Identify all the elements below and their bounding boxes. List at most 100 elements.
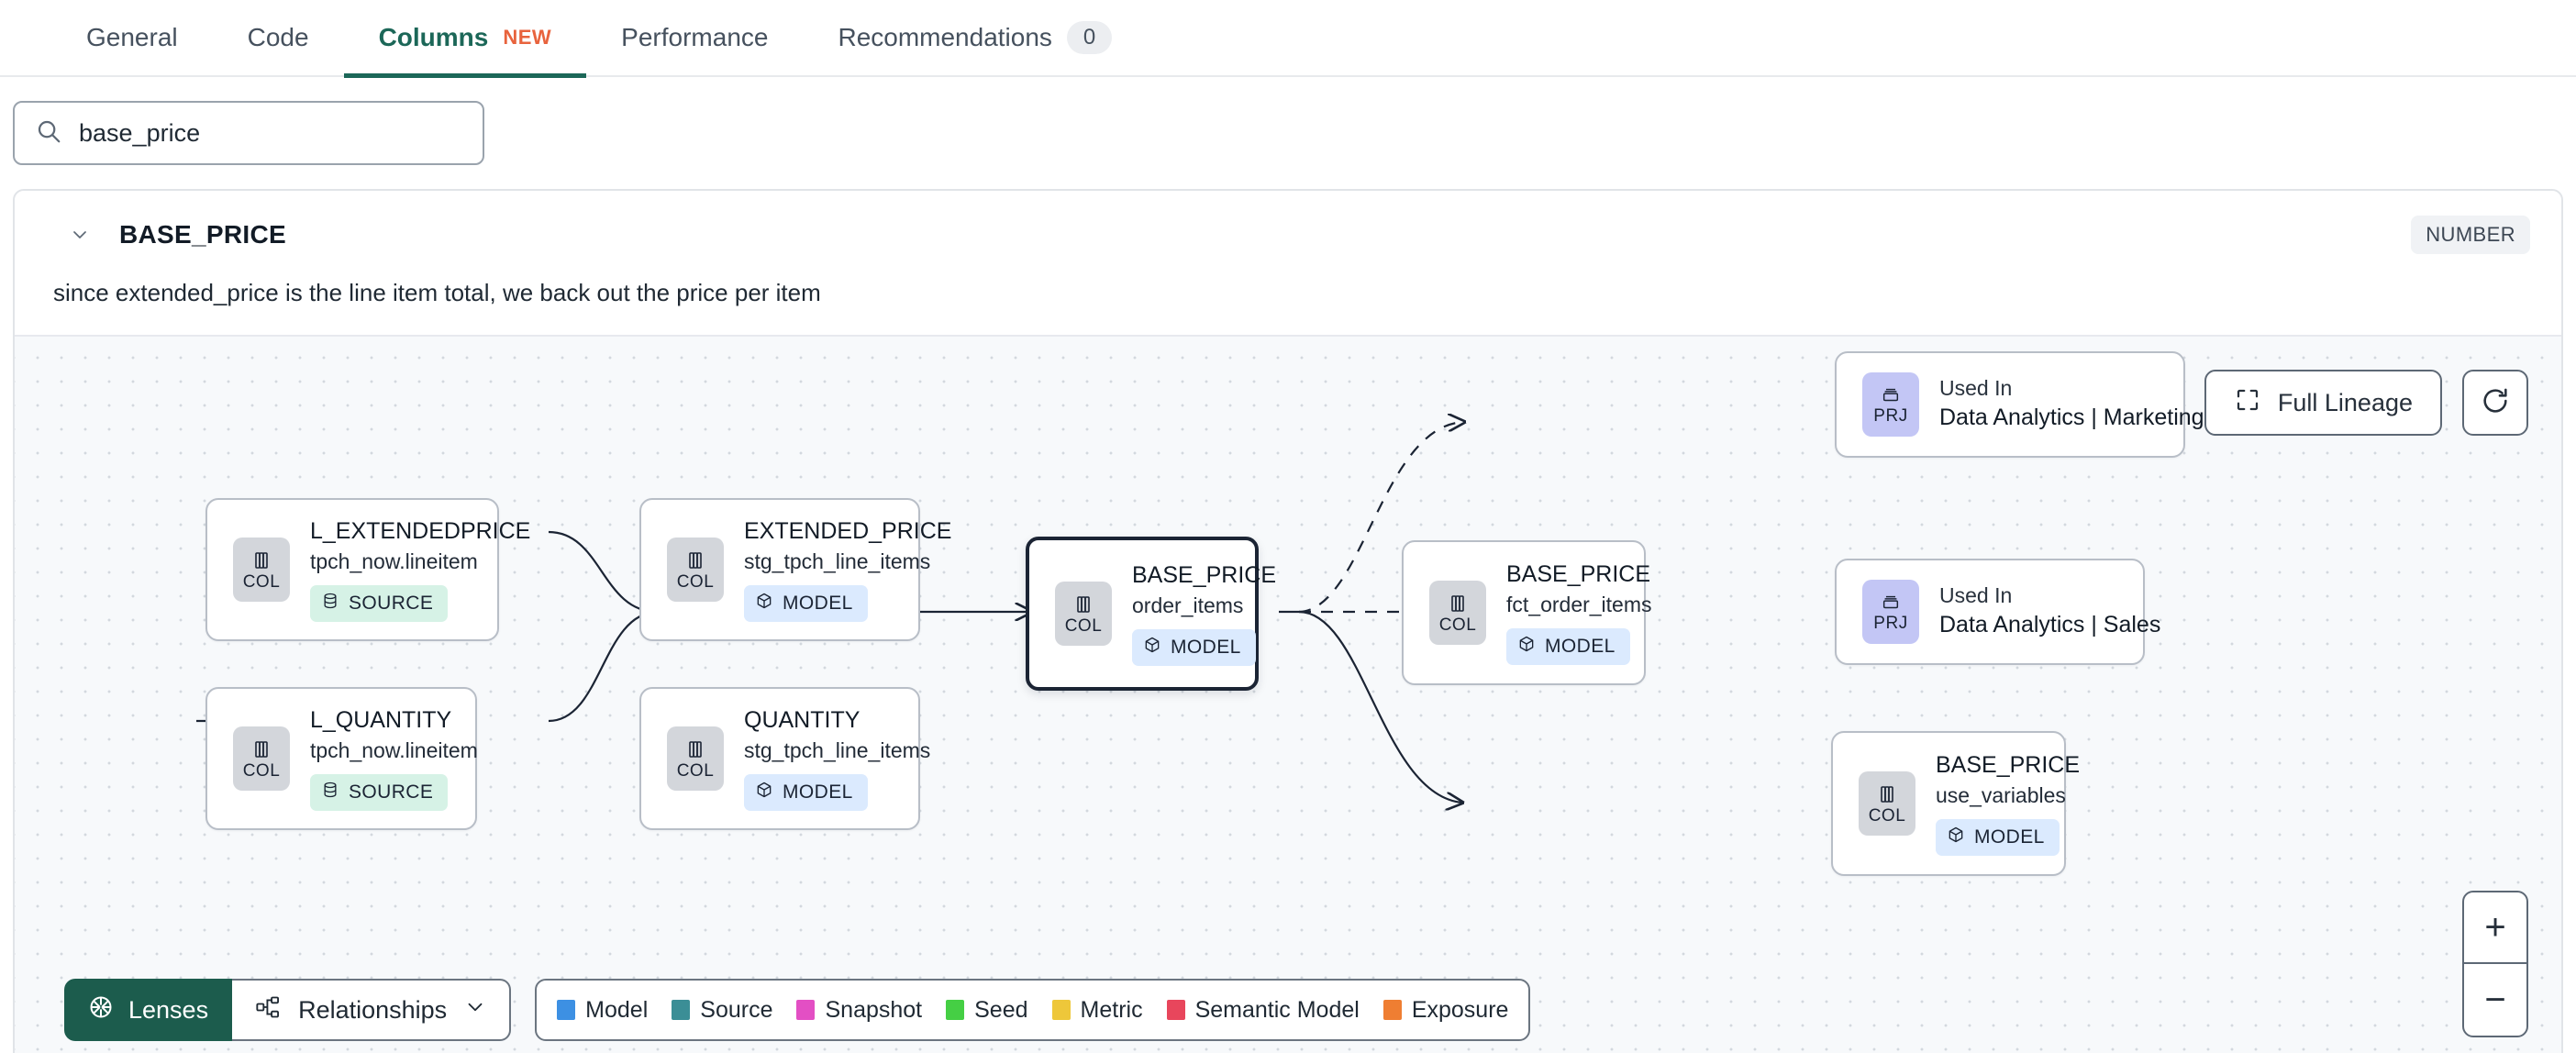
search-row: base_price — [0, 77, 2576, 165]
cube-icon — [755, 781, 773, 804]
canvas-bottom-toolbar: Lenses Relationships — [64, 979, 1531, 1041]
legend-item-semantic-model: Semantic Model — [1166, 996, 1360, 1024]
zoom-out-button[interactable]: − — [2484, 979, 2506, 1020]
legend-swatch — [557, 1000, 576, 1020]
node-subtitle: tpch_now.lineitem — [310, 737, 478, 762]
legend-label: Exposure — [1411, 996, 1509, 1023]
refresh-button[interactable] — [2462, 370, 2528, 436]
lineage-node-extended-price[interactable]: COL EXTENDED_PRICE stg_tpch_line_items M… — [639, 498, 951, 641]
node-tag-label: SOURCE — [349, 592, 434, 614]
relationships-dropdown[interactable]: Relationships — [232, 979, 512, 1041]
lineage-node-quantity[interactable]: COL QUANTITY stg_tpch_line_items MODEL — [639, 687, 930, 830]
tab-performance[interactable]: Performance — [586, 0, 803, 76]
full-lineage-label: Full Lineage — [2277, 388, 2413, 416]
lenses-button[interactable]: Lenses — [64, 979, 233, 1041]
zoom-controls: + − — [2462, 891, 2528, 1037]
node-body: BASE_PRICE use_variables MODEL — [1915, 751, 2081, 856]
node-subtitle: tpch_now.lineitem — [310, 549, 478, 573]
tab-label: Recommendations — [838, 23, 1052, 51]
cube-icon — [1517, 635, 1536, 659]
node-subtitle: stg_tpch_line_items — [744, 549, 931, 573]
tab-code[interactable]: Code — [213, 0, 344, 76]
legend-swatch — [1382, 1000, 1402, 1020]
zoom-in-button[interactable]: + — [2464, 892, 2526, 964]
legend-swatch — [1166, 1000, 1185, 1020]
aperture-icon — [88, 994, 114, 1026]
node-subtitle: order_items — [1132, 593, 1244, 617]
legend-item-exposure: Exposure — [1382, 996, 1509, 1024]
node-body: EXTENDED_PRICE stg_tpch_line_items MODEL — [724, 517, 952, 622]
legend-item-snapshot: Snapshot — [796, 997, 922, 1024]
column-icon-label: COL — [242, 760, 281, 781]
node-tag-label: MODEL — [1545, 635, 1616, 657]
node-subtitle: use_variables — [1936, 782, 2066, 807]
node-tag-label: MODEL — [783, 592, 853, 614]
legend-label: Model — [585, 996, 649, 1023]
node-name: EXTENDED_PRICE — [744, 518, 952, 545]
node-body: L_EXTENDEDPRICE tpch_now.lineitem SOURCE — [290, 517, 530, 622]
node-type-tag: SOURCE — [310, 584, 449, 622]
tab-recommendations[interactable]: Recommendations 0 — [803, 0, 1147, 76]
legend-item-metric: Metric — [1051, 997, 1143, 1024]
node-body: Used In Data Analytics | Marketing — [1919, 375, 2204, 434]
lineage-node-base-price-order-items[interactable]: COL BASE_PRICE order_items MODEL — [1026, 537, 1276, 691]
lineage-node-base-price-use-variables[interactable]: COL BASE_PRICE use_variables MODEL — [1831, 731, 2080, 876]
node-name: L_QUANTITY — [310, 707, 452, 734]
node-tag-label: MODEL — [1171, 636, 1241, 658]
legend-label: Source — [700, 996, 773, 1023]
lineage-canvas[interactable]: COL L_EXTENDEDPRICE tpch_now.lineitem SO… — [15, 335, 2561, 1053]
node-body: L_QUANTITY tpch_now.lineitem SOURCE — [290, 706, 478, 811]
relationships-label: Relationships — [298, 995, 448, 1024]
node-type-tag: MODEL — [744, 584, 868, 622]
lineage-node-base-price-fct-order-items[interactable]: COL BASE_PRICE fct_order_items MODEL — [1402, 540, 1652, 685]
project-icon: PRJ — [1862, 580, 1919, 644]
column-icon: COL — [1859, 771, 1915, 836]
node-used-in-label: Used In — [1939, 583, 2013, 608]
full-lineage-button[interactable]: Full Lineage — [2204, 370, 2442, 436]
recommendations-count-badge: 0 — [1066, 21, 1113, 54]
node-body: QUANTITY stg_tpch_line_items MODEL — [724, 706, 930, 811]
node-body: BASE_PRICE order_items MODEL — [1112, 561, 1277, 666]
tab-label: Columns — [378, 23, 489, 51]
canvas-top-controls: Full Lineage — [2204, 370, 2528, 436]
node-type-tag: MODEL — [1506, 627, 1630, 665]
tab-bar: General Code Columns NEW Performance Rec… — [0, 0, 2576, 78]
node-subtitle: fct_order_items — [1506, 592, 1652, 616]
database-icon — [321, 592, 339, 615]
node-name: BASE_PRICE — [1132, 562, 1277, 589]
column-type-badge: NUMBER — [2411, 216, 2530, 254]
database-icon — [321, 781, 339, 804]
tab-label: General — [86, 23, 178, 51]
node-name: BASE_PRICE — [1936, 752, 2081, 779]
column-icon-label: COL — [1868, 805, 1906, 826]
lineage-node-project-sales[interactable]: PRJ Used In Data Analytics | Sales — [1835, 559, 2160, 665]
tab-general[interactable]: General — [51, 0, 213, 76]
lineage-node-l-quantity[interactable]: COL L_QUANTITY tpch_now.lineitem SOURCE — [205, 687, 478, 830]
legend-item-seed: Seed — [946, 997, 1028, 1024]
lineage-node-l-extendedprice[interactable]: COL L_EXTENDEDPRICE tpch_now.lineitem SO… — [205, 498, 530, 641]
legend-label: Snapshot — [825, 996, 923, 1023]
legend-swatch — [946, 1000, 965, 1020]
legend-label: Semantic Model — [1194, 996, 1360, 1023]
chevron-down-icon — [463, 995, 487, 1025]
refresh-icon — [2480, 385, 2511, 421]
node-type-tag: MODEL — [1936, 818, 2060, 856]
node-body: Used In Data Analytics | Sales — [1919, 582, 2160, 641]
node-tag-label: MODEL — [783, 781, 853, 803]
lineage-node-project-marketing[interactable]: PRJ Used In Data Analytics | Marketing — [1835, 351, 2204, 458]
column-icon: COL — [667, 538, 724, 602]
legend-swatch — [1051, 1000, 1071, 1020]
project-icon-label: PRJ — [1873, 613, 1908, 633]
chevron-down-icon[interactable] — [66, 221, 94, 249]
column-description: since extended_price is the line item to… — [53, 279, 821, 306]
node-type-tag: MODEL — [744, 773, 868, 811]
lineage-legend: Model Source Snapshot Seed Metric — [535, 979, 1531, 1041]
tab-columns[interactable]: Columns NEW — [343, 0, 587, 78]
tab-new-badge: NEW — [503, 26, 552, 49]
legend-swatch — [672, 1000, 691, 1020]
node-type-tag: MODEL — [1132, 628, 1256, 666]
node-body: BASE_PRICE fct_order_items MODEL — [1486, 560, 1652, 665]
project-icon-label: PRJ — [1873, 405, 1908, 426]
column-icon: COL — [1429, 581, 1486, 645]
search-input[interactable]: base_price — [13, 101, 484, 165]
